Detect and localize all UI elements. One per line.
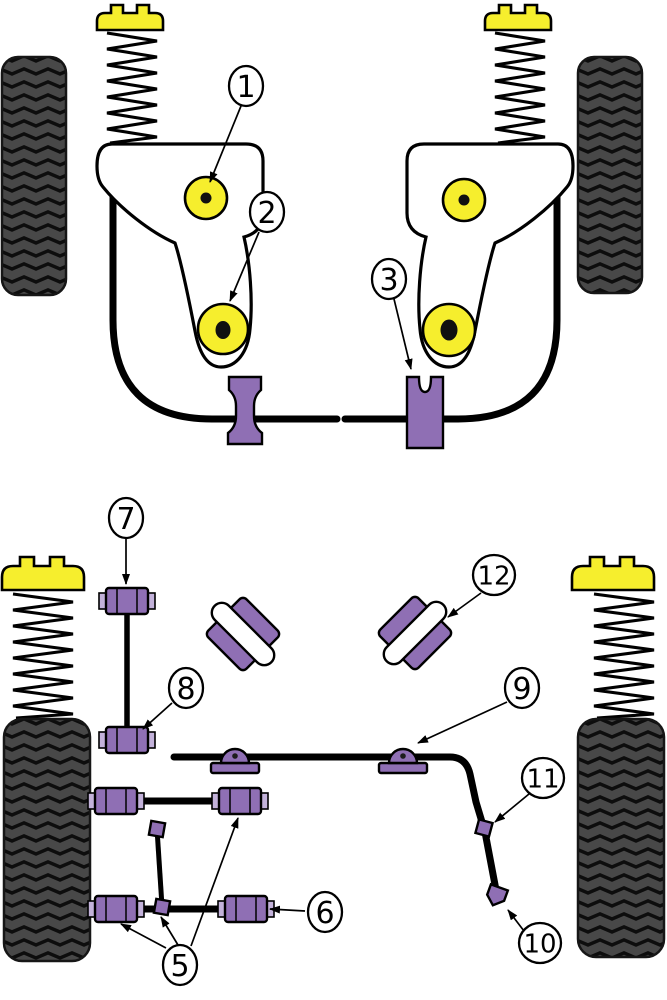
front-left-arb-bush — [226, 375, 264, 446]
rear-right-tire — [576, 717, 666, 959]
tie-bar-bush-upper-right — [210, 786, 270, 816]
callout-12-arrow — [447, 592, 482, 618]
callout-12-circle — [471, 553, 517, 597]
callout-9-label: 9 — [512, 672, 531, 707]
rear-anti-roll-bar — [170, 753, 500, 894]
front-right-rear-bush — [421, 302, 477, 358]
callout-7: 7 — [107, 496, 145, 585]
callout-9-arrow — [417, 701, 508, 744]
callout-12: 12 — [447, 553, 517, 618]
rear-left-strut-top — [0, 555, 86, 592]
front-left-tire — [0, 55, 68, 297]
callout-8-circle — [167, 666, 205, 710]
callout-5: 5 — [120, 817, 239, 987]
rear-left-coil-spring — [12, 592, 74, 720]
tie-bar-bush-lower-left — [86, 894, 146, 924]
callout-6-circle — [306, 890, 344, 934]
front-right-tire — [576, 55, 644, 295]
rear-right-coil-spring — [593, 592, 655, 720]
callout-7-label: 7 — [116, 502, 135, 537]
callout-10-arrow — [507, 909, 525, 932]
front-right-arb-mount — [405, 375, 445, 450]
right-link-bush — [473, 817, 495, 839]
callout-5-arrow-a — [120, 923, 167, 949]
front-left-coil-spring — [106, 31, 158, 145]
tie-bar-bush-upper-left — [86, 786, 146, 816]
rear-left-tire — [2, 717, 92, 963]
mount-bracket-right — [366, 584, 464, 682]
front-right-anti-roll-bar — [341, 166, 561, 423]
callout-11-arrow — [494, 793, 530, 823]
tie-bar-bush-lower-right — [216, 894, 276, 924]
callout-10-circle — [517, 921, 563, 965]
callout-6-arrow — [269, 905, 306, 914]
callout-8-arrow — [142, 702, 173, 730]
front-left-rear-bush — [196, 302, 250, 356]
callout-5-arrow-c — [190, 817, 239, 947]
right-link-end-bush — [485, 882, 510, 907]
callout-3-circle — [370, 257, 408, 301]
mount-bracket-left — [194, 585, 292, 683]
callout-5-arrow-b — [160, 916, 179, 946]
tie-bar-connector — [154, 828, 165, 907]
front-left-front-bush — [183, 175, 229, 221]
callout-12-label: 12 — [477, 561, 510, 591]
callout-5-label: 5 — [170, 949, 189, 984]
front-right-front-bush — [441, 177, 487, 223]
callout-8: 8 — [142, 666, 205, 730]
arb-clamp-left — [209, 747, 261, 775]
connector-lower-block — [152, 897, 172, 917]
callout-11: 11 — [494, 756, 566, 823]
drop-link-upper-bush — [97, 586, 157, 616]
callout-10: 10 — [507, 909, 563, 965]
rear-right-strut-top — [570, 555, 656, 592]
front-left-anti-roll-bar — [109, 166, 341, 423]
callout-1-circle — [227, 64, 265, 108]
arb-clamp-right — [377, 747, 429, 775]
callout-3-arrow — [393, 298, 413, 370]
callout-5-circle — [161, 943, 199, 987]
callout-1-label: 1 — [236, 70, 255, 105]
callout-11-circle — [520, 756, 566, 800]
callout-10-label: 10 — [523, 929, 556, 959]
callout-6: 6 — [269, 890, 344, 934]
callout-2-arrow — [229, 231, 260, 302]
callout-3-label: 3 — [379, 263, 398, 298]
connector-upper-block — [147, 819, 167, 839]
callout-9-circle — [503, 666, 541, 710]
callout-2-circle — [248, 190, 286, 234]
front-right-strut-top — [483, 3, 553, 32]
callout-2-label: 2 — [257, 196, 276, 231]
callout-3: 3 — [370, 257, 413, 370]
callout-7-circle — [107, 496, 145, 540]
callout-9: 9 — [417, 666, 541, 744]
callout-11-label: 11 — [526, 764, 559, 794]
drop-link-lower-bush — [97, 725, 157, 755]
callout-8-label: 8 — [176, 672, 195, 707]
callout-1: 1 — [209, 64, 265, 183]
callout-2: 2 — [229, 190, 286, 302]
front-left-strut-top — [95, 3, 165, 32]
front-right-coil-spring — [494, 31, 546, 145]
callout-1-arrow — [209, 105, 242, 183]
callout-6-label: 6 — [315, 896, 334, 931]
